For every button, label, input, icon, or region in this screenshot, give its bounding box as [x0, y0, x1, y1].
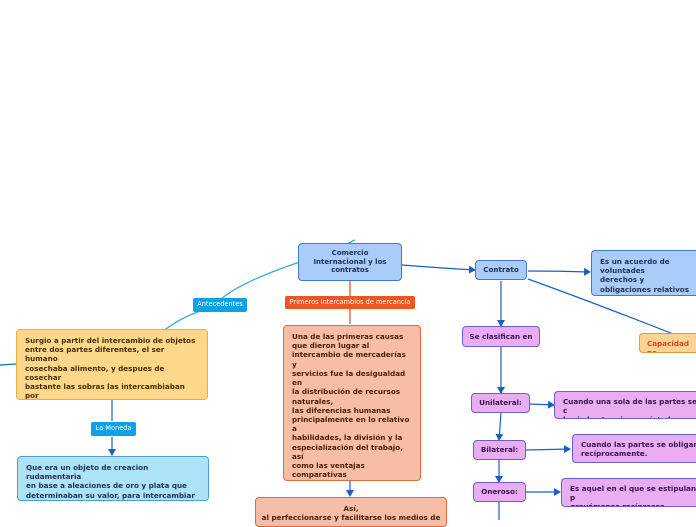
node-unilateral-descripcion[interactable]: Cuando una sola de las partes se c hacia…: [554, 391, 696, 419]
connector-comercio-antecedentes: [219, 261, 301, 301]
label-primeros-intercambios[interactable]: Primeros Intercambios de mercancía: [285, 296, 415, 309]
node-moneda-descripcion[interactable]: Que era un objeto de creacion rudamentar…: [17, 456, 209, 501]
node-oneroso-descripcion[interactable]: Es aquel en el que se estipulan p gravám…: [561, 478, 696, 507]
connector-unilateral-bilateral: [495, 412, 504, 441]
connector-trueque-left-stub: [0, 363, 17, 366]
connector-contrato-definicion: [527, 267, 591, 276]
node-comercio-internacional[interactable]: Comercio Internacional y los contratos: [298, 243, 402, 281]
connector-comercio-contrato: [401, 264, 476, 274]
node-capacidad[interactable]: Capacidad pa: [639, 333, 696, 353]
node-unilateral[interactable]: Unilateral:: [471, 393, 530, 413]
node-origen-trueque[interactable]: Surgio a partir del intercambio de objet…: [16, 329, 208, 400]
node-oneroso[interactable]: Oneroso:: [473, 482, 526, 502]
node-bilateral-descripcion[interactable]: Cuando las partes se obligan recíprocame…: [572, 434, 696, 463]
node-perfeccionarse[interactable]: Así, al perfeccionarse y facilitarse los…: [255, 497, 447, 527]
label-antecedentes[interactable]: Antecedentes: [193, 298, 247, 312]
node-contrato-definicion[interactable]: Es un acuerdo de voluntades derechos y o…: [591, 250, 696, 296]
connector-bilateral-desc: [525, 445, 571, 454]
label-la-moneda[interactable]: La Moneda: [91, 422, 136, 436]
node-contrato[interactable]: Contrato: [475, 260, 527, 280]
connector-unilateral-desc: [529, 400, 555, 409]
node-intercambios-descripcion[interactable]: Una de las primeras causas que dieron lu…: [283, 325, 421, 481]
node-se-clasifican[interactable]: Se clasifican en: [462, 326, 540, 347]
node-bilateral[interactable]: Bilateral:: [473, 440, 526, 460]
